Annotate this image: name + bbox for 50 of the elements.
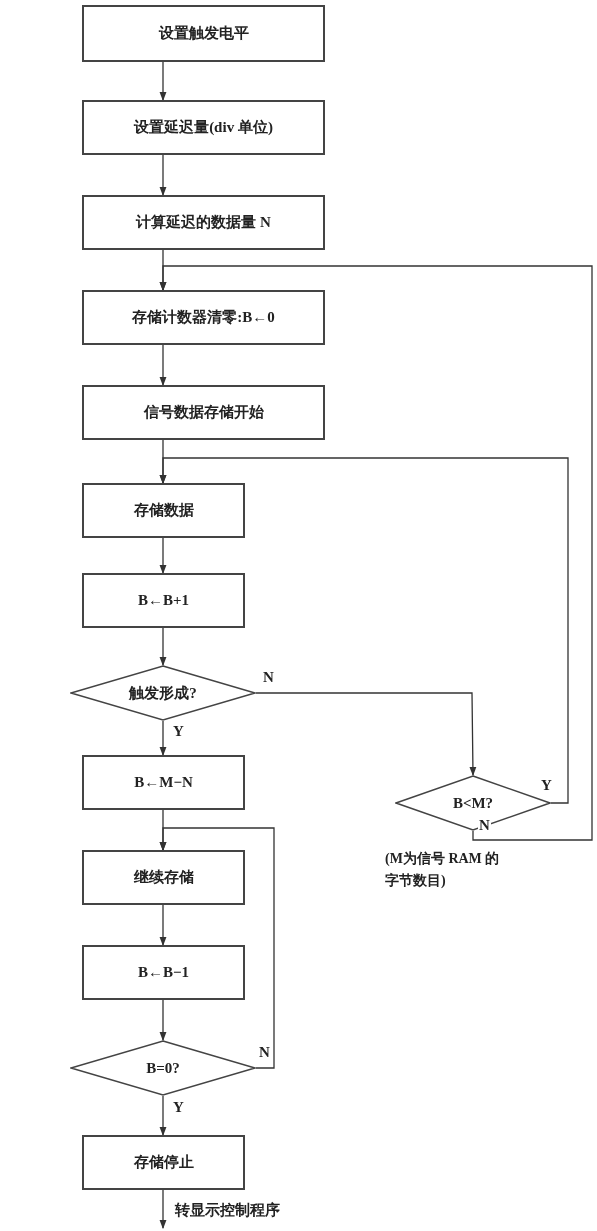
process-box: [82, 755, 245, 810]
step-text: 设置触发电平: [158, 24, 249, 44]
decision-diamond: [70, 1040, 256, 1096]
step-text: 存储数据: [133, 501, 194, 521]
process-box: [82, 573, 245, 628]
arrow: [159, 344, 167, 387]
edge-label: 转显示控制程序: [174, 1203, 281, 1218]
edge-label: N: [262, 670, 275, 685]
step-text: 信号数据存储开始: [143, 403, 264, 423]
step-text: 继续存储: [133, 868, 194, 888]
step-text: 存储停止: [133, 1153, 194, 1173]
note-text: (M为信号 RAM 的字节数目): [385, 850, 501, 890]
arrow: [159, 537, 167, 575]
arrow: [159, 154, 167, 197]
process-box: [82, 483, 245, 538]
edge-label: Y: [172, 724, 185, 739]
step-text: 计算延迟的数据量 N: [136, 213, 271, 233]
process-box: [82, 290, 325, 345]
decision-text: B=0?: [146, 1058, 180, 1078]
process-box: [82, 5, 325, 62]
process-box: [82, 850, 245, 905]
edge-label: Y: [172, 1100, 185, 1115]
edge-label: Y: [540, 778, 553, 793]
edge-label: N: [478, 818, 491, 833]
arrow: [159, 999, 167, 1042]
arrow: [159, 1095, 167, 1137]
process-box: [82, 100, 325, 155]
decision-diamond: [395, 775, 551, 831]
process-box: [82, 945, 245, 1000]
arrow: [159, 61, 167, 102]
arrow: [159, 720, 167, 757]
decision-diamond: [70, 665, 256, 721]
step-text: B←B+1: [137, 591, 190, 611]
step-text: B←M−N: [134, 773, 193, 793]
process-box: [82, 195, 325, 250]
arrow: [159, 457, 569, 804]
step-text: 设置延迟量(div 单位): [134, 118, 273, 138]
arrow: [159, 1189, 167, 1230]
edge-label: N: [258, 1045, 271, 1060]
arrow: [255, 692, 477, 777]
process-box: [82, 1135, 245, 1190]
step-text: B←B−1: [137, 963, 190, 983]
decision-text: 触发形成?: [129, 683, 197, 703]
decision-text: B<M?: [452, 793, 494, 813]
arrow: [159, 265, 593, 841]
arrow: [159, 627, 167, 667]
step-text: 存储计数器清零:B←0: [132, 308, 275, 328]
arrow: [159, 904, 167, 947]
process-box: [82, 385, 325, 440]
arrow: [159, 827, 275, 1069]
